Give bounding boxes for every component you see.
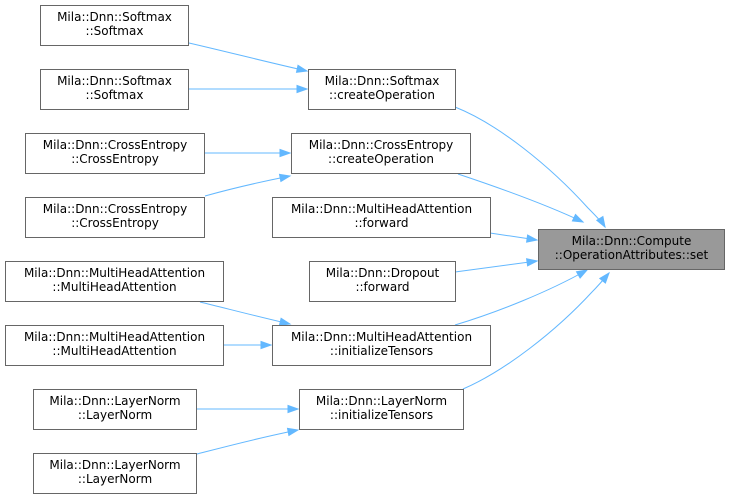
node-label-namespace: Mila::Dnn::CrossEntropy	[43, 138, 188, 152]
node-mha-ctor-2[interactable]: Mila::Dnn::MultiHeadAttention::MultiHead…	[5, 325, 224, 366]
edge-arrowhead	[595, 215, 606, 229]
edge-arrowhead	[575, 269, 589, 279]
edge-line	[199, 301, 291, 325]
node-box	[40, 69, 189, 110]
node-label-namespace: Mila::Dnn::MultiHeadAttention	[291, 202, 472, 216]
edge-line	[454, 260, 538, 273]
node-label-member: ::forward	[355, 280, 409, 294]
node-label-member: ::forward	[354, 216, 408, 230]
node-label-member: ::CrossEntropy	[71, 216, 159, 230]
node-label-namespace: Mila::Dnn::CrossEntropy	[309, 138, 454, 152]
node-ce-create[interactable]: Mila::Dnn::CrossEntropy::createOperation	[291, 133, 471, 174]
node-label-namespace: Mila::Dnn::MultiHeadAttention	[24, 266, 205, 280]
edge-line	[204, 175, 291, 197]
node-label-member: ::MultiHeadAttention	[52, 344, 176, 358]
node-label-member: ::Softmax	[86, 24, 144, 38]
edge-dropout_forward-to-target	[454, 258, 539, 273]
edge-ce_create-to-target	[457, 173, 585, 223]
edge-mha_ctor_1-to-mha_init	[199, 301, 292, 326]
node-box	[40, 5, 189, 46]
node-label-member: ::CrossEntropy	[71, 152, 159, 166]
nodes-layer: Mila::Dnn::Compute::OperationAttributes:…	[5, 5, 725, 494]
node-label-namespace: Mila::Dnn::Softmax	[325, 74, 440, 88]
edge-line	[454, 269, 588, 326]
node-label-member: ::MultiHeadAttention	[52, 280, 176, 294]
edge-softmax_ctor_2-to-softmax_create	[189, 84, 309, 94]
node-box	[5, 261, 224, 302]
node-box	[309, 261, 456, 302]
node-softmax-create[interactable]: Mila::Dnn::Softmax::createOperation	[308, 69, 456, 110]
node-box	[33, 453, 197, 494]
edge-softmax_create-to-target	[454, 106, 606, 229]
node-target[interactable]: Mila::Dnn::Compute::OperationAttributes:…	[538, 229, 725, 270]
node-label-member: ::Softmax	[86, 88, 144, 102]
edge-mha_ctor_2-to-mha_init	[223, 340, 273, 350]
edge-arrowhead	[260, 340, 273, 350]
edge-arrowhead	[278, 317, 292, 326]
node-label-namespace: Mila::Dnn::CrossEntropy	[43, 202, 188, 216]
node-softmax-ctor-1[interactable]: Mila::Dnn::Softmax::Softmax	[40, 5, 189, 46]
node-mha-init[interactable]: Mila::Dnn::MultiHeadAttention::initializ…	[272, 325, 491, 366]
node-label-member: ::initializeTensors	[330, 344, 433, 358]
node-box	[299, 389, 464, 430]
node-box	[272, 325, 491, 366]
edge-ce_ctor_1-to-ce_create	[205, 148, 292, 158]
edge-mha_forward-to-target	[489, 232, 539, 243]
edges-layer	[188, 42, 610, 455]
node-label-namespace: Mila::Dnn::MultiHeadAttention	[291, 330, 472, 344]
node-label-member: ::createOperation	[328, 152, 434, 166]
node-ln-ctor-1[interactable]: Mila::Dnn::LayerNorm::LayerNorm	[33, 389, 197, 430]
node-label-member: ::LayerNorm	[78, 472, 152, 486]
node-label-member: ::createOperation	[329, 88, 435, 102]
node-label-member: ::initializeTensors	[330, 408, 433, 422]
edge-arrowhead	[526, 234, 539, 243]
edge-arrowhead	[526, 258, 539, 267]
node-label-namespace: Mila::Dnn::Dropout	[326, 266, 440, 280]
edge-ln_ctor_1-to-ln_init	[197, 404, 300, 414]
edge-arrowhead	[286, 427, 300, 437]
edge-line	[457, 173, 584, 223]
node-label-namespace: Mila::Dnn::LayerNorm	[49, 394, 180, 408]
edge-ce_ctor_2-to-ce_create	[204, 173, 292, 197]
edge-arrowhead	[287, 404, 300, 414]
node-label-namespace: Mila::Dnn::LayerNorm	[316, 394, 447, 408]
edge-line	[196, 429, 299, 455]
node-label-namespace: Mila::Dnn::LayerNorm	[49, 458, 180, 472]
node-box	[538, 229, 725, 270]
node-ln-init[interactable]: Mila::Dnn::LayerNorm::initializeTensors	[299, 389, 464, 430]
edge-ln_init-to-target	[462, 271, 610, 390]
node-softmax-ctor-2[interactable]: Mila::Dnn::Softmax::Softmax	[40, 69, 189, 110]
edge-line	[188, 42, 308, 72]
node-label-namespace: Mila::Dnn::Compute	[572, 234, 692, 248]
node-label-member: ::OperationAttributes::set	[555, 248, 709, 262]
node-ce-ctor-2[interactable]: Mila::Dnn::CrossEntropy::CrossEntropy	[25, 197, 205, 238]
edge-arrowhead	[279, 148, 292, 158]
node-ce-ctor-1[interactable]: Mila::Dnn::CrossEntropy::CrossEntropy	[25, 133, 205, 174]
node-mha-ctor-1[interactable]: Mila::Dnn::MultiHeadAttention::MultiHead…	[5, 261, 224, 302]
node-box	[272, 197, 491, 238]
node-box	[308, 69, 456, 110]
node-label-namespace: Mila::Dnn::Softmax	[57, 74, 172, 88]
edge-softmax_ctor_1-to-softmax_create	[188, 42, 309, 73]
node-dropout-forward[interactable]: Mila::Dnn::Dropout::forward	[309, 261, 456, 302]
node-label-member: ::LayerNorm	[78, 408, 152, 422]
node-label-namespace: Mila::Dnn::MultiHeadAttention	[24, 330, 205, 344]
edge-arrowhead	[571, 213, 585, 223]
edge-arrowhead	[296, 84, 309, 94]
node-mha-forward[interactable]: Mila::Dnn::MultiHeadAttention::forward	[272, 197, 491, 238]
node-box	[25, 197, 205, 238]
node-box	[33, 389, 197, 430]
edge-arrowhead	[295, 64, 309, 73]
node-ln-ctor-2[interactable]: Mila::Dnn::LayerNorm::LayerNorm	[33, 453, 197, 494]
node-box	[291, 133, 471, 174]
node-box	[5, 325, 224, 366]
node-box	[25, 133, 205, 174]
edge-arrowhead	[598, 271, 610, 284]
edge-ln_ctor_2-to-ln_init	[196, 427, 300, 455]
edge-arrowhead	[278, 173, 292, 183]
edge-mha_init-to-target	[454, 269, 589, 326]
node-label-namespace: Mila::Dnn::Softmax	[57, 10, 172, 24]
